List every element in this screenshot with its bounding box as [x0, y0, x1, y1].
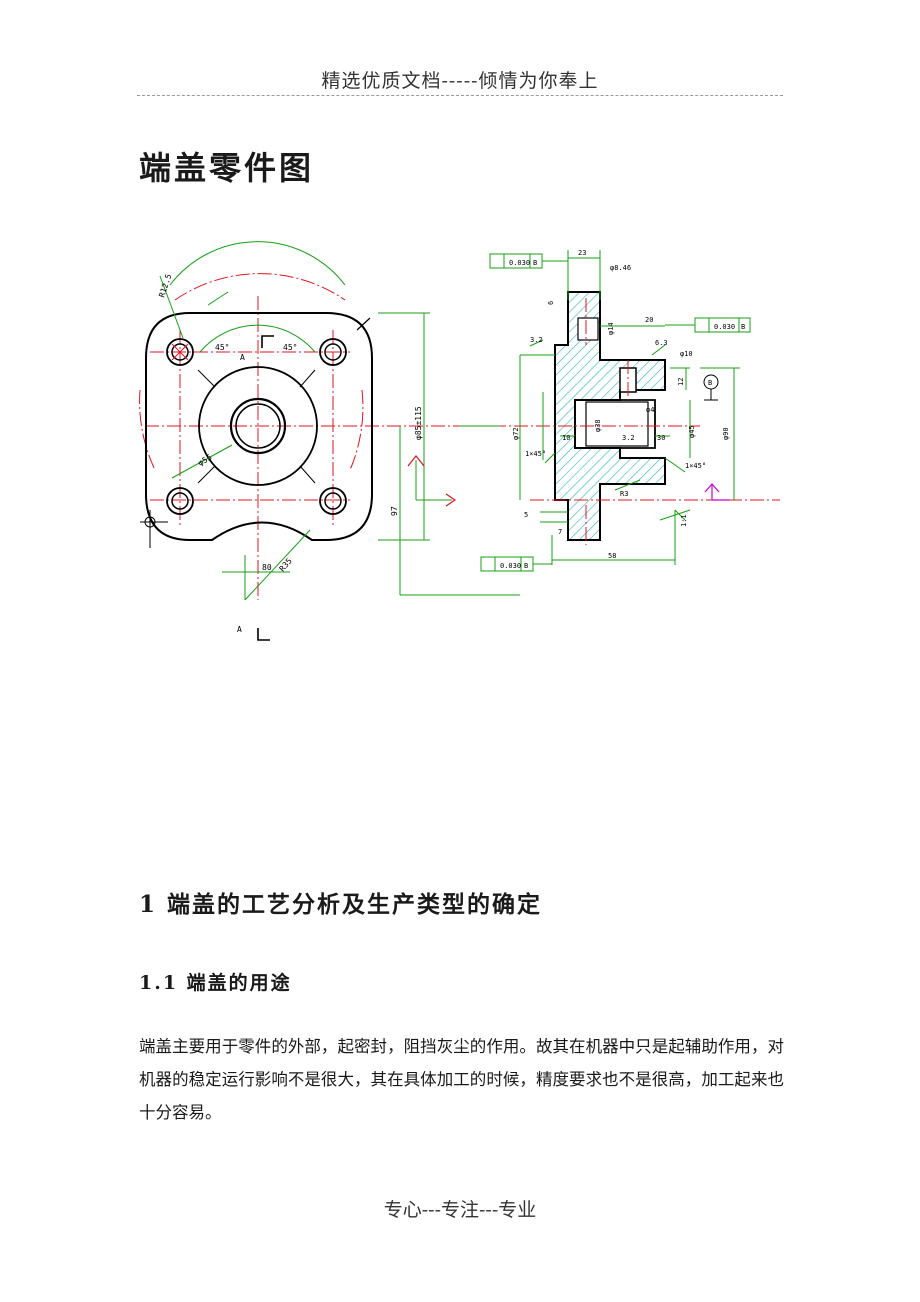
label-80: 80 — [262, 563, 272, 572]
label-phi-mid: φ45 — [688, 425, 696, 438]
label-phi10: φ10 — [680, 350, 693, 358]
label-12: 12 — [677, 378, 685, 386]
label-ra63: 6.3 — [655, 339, 668, 347]
label-chamfer-l: 1×45° — [525, 450, 546, 458]
label-phi-left: φ85±115 — [414, 406, 423, 440]
label-a-bottom: A — [237, 625, 242, 634]
label-ra32: 3.2 — [530, 336, 543, 344]
label-tol1-datum: B — [533, 259, 537, 267]
label-phi55: φ55 — [197, 453, 214, 468]
label-a: A — [240, 353, 245, 362]
label-5: 5 — [524, 511, 528, 519]
label-20: 20 — [645, 316, 653, 324]
label-7: 7 — [558, 528, 562, 536]
label-chamfer-r: 1×45° — [685, 462, 706, 470]
label-6: 6 — [547, 301, 555, 305]
page-header: 精选优质文档-----倾情为你奉上 — [321, 70, 599, 92]
label-phi4: φ4 — [646, 406, 654, 414]
label-deg-left: 45° — [215, 343, 229, 352]
label-phi72: φ72 — [512, 427, 520, 440]
header-divider — [137, 95, 783, 96]
page-title: 端盖零件图 — [139, 149, 315, 187]
label-tol2-datum: B — [741, 323, 745, 331]
front-view: R12.5 45° 45° A φ55 φ85±115 97 80 R35 A — [139, 241, 520, 641]
label-ra32b: 3.2 — [622, 434, 635, 442]
label-tol1: 0.030 — [509, 259, 530, 267]
label-58: 58 — [608, 552, 616, 560]
label-tol3: 0.030 — [500, 562, 521, 570]
body-paragraph: 端盖主要用于零件的外部，起密封，阻挡灰尘的作用。故其在机器中只是起辅助作用，对机… — [139, 1037, 784, 1122]
label-phi14: φ14 — [607, 322, 615, 335]
label-tol3-datum: B — [524, 562, 528, 570]
label-30: 30 — [657, 434, 665, 442]
label-phi90: φ90 — [722, 427, 730, 440]
label-phi-small: φ8.46 — [610, 264, 631, 272]
label-10: 10 — [562, 434, 570, 442]
label-phi38: φ38 — [594, 419, 602, 432]
label-r-bottom: R35 — [278, 556, 294, 573]
section-heading-1-1: 1.1 端盖的用途 — [139, 972, 292, 994]
label-scale: 1:1 — [680, 514, 688, 527]
section-heading-1: 1 端盖的工艺分析及生产类型的确定 — [139, 891, 543, 918]
section-view: 0.030 B 23 φ8.46 6 3.2 20 0.030 B φ14 6.… — [460, 249, 780, 572]
engineering-drawing: R12.5 45° 45° A φ55 φ85±115 97 80 R35 A — [139, 241, 780, 641]
label-datum-b: B — [708, 379, 712, 387]
label-tol2: 0.030 — [714, 323, 735, 331]
page-footer: 专心---专注---专业 — [383, 1199, 537, 1221]
label-23: 23 — [578, 249, 586, 257]
label-deg-right: 45° — [283, 343, 297, 352]
label-r3: R3 — [620, 490, 628, 498]
label-97: 97 — [390, 506, 399, 516]
